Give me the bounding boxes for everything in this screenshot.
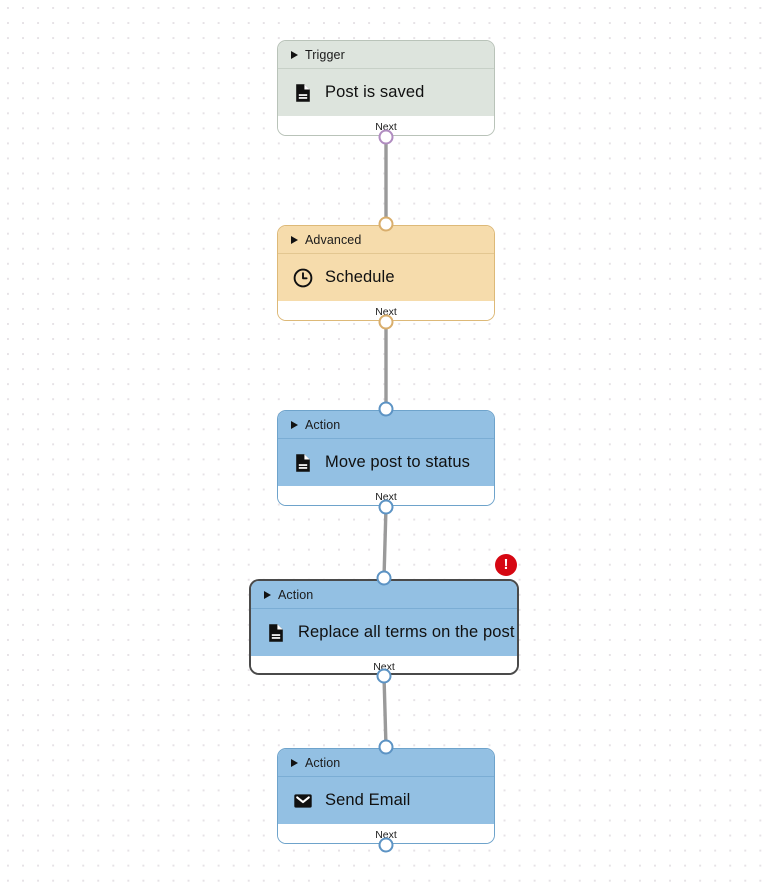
document-icon: [269, 623, 283, 642]
node-title: Send Email: [325, 791, 411, 809]
node-next-footer[interactable]: Next: [278, 116, 494, 135]
node-header[interactable]: Action: [251, 581, 517, 609]
node-category-label: Action: [305, 417, 341, 432]
clock-icon: [293, 268, 313, 287]
workflow-edge: [382, 506, 388, 579]
disclosure-triangle-icon[interactable]: [264, 590, 271, 599]
node-next-footer[interactable]: Next: [278, 301, 494, 320]
node-title: Replace all terms on the post: [298, 623, 515, 641]
node-category-label: Action: [278, 587, 314, 602]
error-badge-glyph: !: [503, 556, 509, 573]
disclosure-triangle-icon[interactable]: [291, 420, 298, 429]
node-title: Post is saved: [325, 83, 425, 101]
node-body[interactable]: Schedule: [278, 254, 494, 301]
connector-port[interactable]: [378, 401, 394, 417]
connector-port[interactable]: [378, 739, 394, 755]
node-category-label: Action: [305, 755, 341, 770]
node-next-label: Next: [375, 120, 397, 133]
node-title: Move post to status: [325, 453, 470, 471]
node-body[interactable]: Replace all terms on the post: [251, 609, 517, 656]
workflow-edge: [382, 675, 388, 748]
connector-port[interactable]: [378, 499, 394, 515]
connector-port[interactable]: [378, 129, 394, 145]
node-category-label: Advanced: [305, 232, 362, 247]
node-header[interactable]: Trigger: [278, 41, 494, 69]
document-icon: [296, 453, 310, 472]
disclosure-triangle-icon[interactable]: [291, 50, 298, 59]
connector-port[interactable]: [378, 837, 394, 853]
node-body[interactable]: Send Email: [278, 777, 494, 824]
node-title: Schedule: [325, 268, 395, 286]
node-next-footer[interactable]: Next: [278, 824, 494, 843]
error-badge[interactable]: !: [495, 554, 517, 576]
connector-port[interactable]: [378, 314, 394, 330]
connector-port[interactable]: [376, 668, 392, 684]
node-body[interactable]: Move post to status: [278, 439, 494, 486]
connector-port[interactable]: [378, 216, 394, 232]
node-next-label: Next: [375, 305, 397, 318]
node-body[interactable]: Post is saved: [278, 69, 494, 116]
disclosure-triangle-icon[interactable]: [291, 758, 298, 767]
envelope-icon: [294, 793, 312, 808]
node-next-label: Next: [375, 828, 397, 841]
node-next-label: Next: [375, 490, 397, 503]
node-next-footer[interactable]: Next: [278, 486, 494, 505]
disclosure-triangle-icon[interactable]: [291, 235, 298, 244]
node-category-label: Trigger: [305, 47, 345, 62]
connector-port[interactable]: [376, 570, 392, 586]
document-icon: [296, 83, 310, 102]
